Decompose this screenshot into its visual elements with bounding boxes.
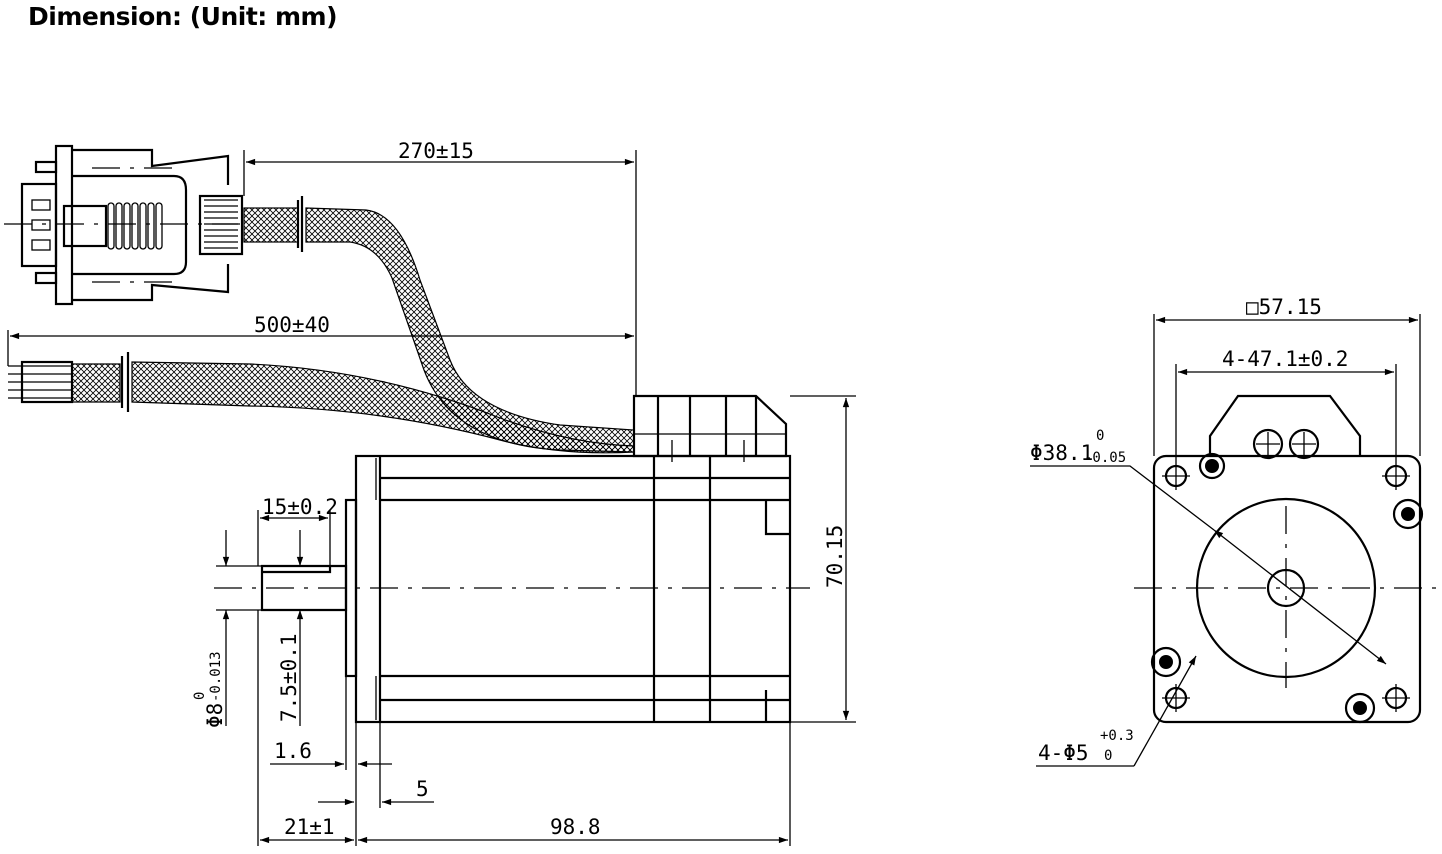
- dim-cable-power: 500±40: [254, 313, 330, 337]
- power-cable: [8, 352, 635, 454]
- dim-shaft-total: 21±1: [284, 815, 335, 839]
- side-dimensions: [7, 150, 856, 846]
- dim-body-length: 98.8: [550, 815, 601, 839]
- dim-square: □57.15: [1246, 295, 1322, 319]
- dim-shaft-diameter: Φ8 0 -0.013: [192, 651, 227, 728]
- front-dimensions: [1030, 314, 1421, 767]
- db-connector: [4, 144, 250, 306]
- dim-cable-encoder: 270±15: [398, 139, 474, 163]
- dim-shaft-length: 15±0.2: [262, 495, 338, 519]
- svg-text:+0.3: +0.3: [1100, 728, 1134, 744]
- svg-text:4-Φ5: 4-Φ5: [1038, 741, 1089, 765]
- dim-height: 70.15: [823, 525, 847, 588]
- ground-screws: [1150, 452, 1424, 724]
- dim-shaft-flat: 7.5±0.1: [277, 633, 301, 722]
- dim-boss: 1.6: [274, 739, 312, 763]
- dim-hole-pitch: 4-47.1±0.2: [1222, 347, 1348, 371]
- svg-text:-0.013: -0.013: [208, 651, 224, 702]
- svg-text:-0.05: -0.05: [1084, 450, 1126, 466]
- mounting-holes: [1162, 462, 1410, 712]
- svg-text:Φ38.1: Φ38.1: [1030, 441, 1093, 465]
- svg-text:0: 0: [1104, 748, 1112, 764]
- connector-grip: [107, 202, 163, 250]
- svg-text:0: 0: [1096, 428, 1104, 444]
- motor-side-view: [214, 394, 810, 724]
- drawing-title: Dimension: (Unit: mm): [28, 2, 338, 31]
- dim-pilot-diameter: Φ38.1 0 -0.05: [1030, 428, 1126, 466]
- svg-text:Φ8: Φ8: [203, 703, 227, 728]
- front-dimension-labels: □57.15 4-47.1±0.2 Φ38.1 0 -0.05 4-Φ5 +0.…: [1030, 295, 1348, 765]
- side-dimension-labels: 270±15 500±40 15±0.2 70.15 Φ8 0 -0.013 7…: [192, 139, 847, 839]
- svg-text:0: 0: [192, 692, 208, 700]
- motor-front-view: [1134, 394, 1436, 724]
- dim-mounting-holes: 4-Φ5 +0.3 0: [1038, 728, 1134, 765]
- dim-flange: 5: [416, 777, 429, 801]
